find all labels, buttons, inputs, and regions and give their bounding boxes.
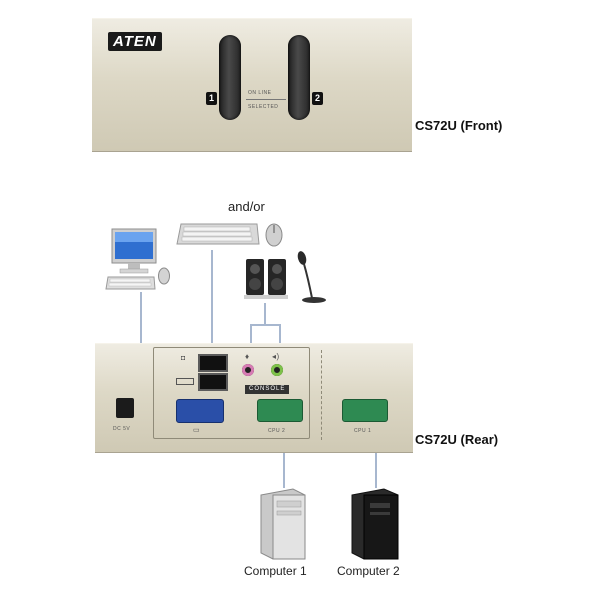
mouse-icon bbox=[265, 223, 283, 247]
dc-jack bbox=[116, 398, 134, 418]
cable-keyboard bbox=[211, 250, 213, 352]
online-label: ON LINE bbox=[248, 90, 272, 96]
computer-tower-icon bbox=[351, 488, 399, 560]
mouse-small-icon bbox=[158, 267, 170, 285]
keyboard-icon bbox=[176, 223, 260, 245]
mic-symbol-icon: ♦ bbox=[245, 352, 250, 361]
vga-console-port bbox=[176, 399, 224, 423]
console-region bbox=[153, 347, 310, 439]
cable-mic bbox=[250, 324, 252, 354]
port1-selector-button[interactable] bbox=[219, 35, 241, 120]
computer2-label: Computer 2 bbox=[337, 564, 400, 578]
keyboard-small-icon bbox=[105, 276, 156, 290]
cpu2-label: CPU 2 bbox=[268, 428, 286, 434]
computer1-label: Computer 1 bbox=[244, 564, 307, 578]
cable-spk bbox=[279, 324, 281, 354]
vga-cpu1-port bbox=[342, 399, 388, 422]
front-caption: CS72U (Front) bbox=[415, 118, 503, 133]
usb-keyboard-icon bbox=[176, 378, 194, 385]
vga-cpu2-port bbox=[257, 399, 303, 422]
port2-number: 2 bbox=[312, 92, 323, 105]
monitor-port-icon: ▭ bbox=[193, 427, 201, 434]
usb-port bbox=[198, 354, 228, 372]
cable-cpu2 bbox=[283, 448, 285, 488]
console-label: CONSOLE bbox=[245, 385, 290, 394]
speakers-icon bbox=[244, 259, 288, 299]
cable-cpu1 bbox=[375, 448, 377, 488]
cable-audio-h bbox=[250, 324, 280, 326]
microphone-icon bbox=[297, 251, 326, 303]
rear-caption: CS72U (Rear) bbox=[415, 432, 499, 447]
port-divider bbox=[321, 350, 322, 440]
usb-mouse-icon: ◘ bbox=[181, 355, 186, 362]
selected-label: SELECTED bbox=[248, 104, 279, 110]
cpu1-label: CPU 1 bbox=[354, 428, 372, 434]
label-divider bbox=[246, 99, 286, 100]
computer-tower-icon bbox=[260, 488, 306, 560]
dc-label: DC 5V bbox=[113, 426, 131, 432]
speaker-symbol-icon: ◂) bbox=[272, 352, 280, 361]
cable-audio-top bbox=[264, 303, 266, 325]
monitor-icon bbox=[111, 228, 157, 274]
port2-selector-button[interactable] bbox=[288, 35, 310, 120]
usb-port bbox=[198, 373, 228, 391]
mic-jack bbox=[242, 364, 254, 376]
rear-panel bbox=[95, 343, 413, 453]
aten-logo: ATEN bbox=[108, 32, 162, 51]
speaker-jack bbox=[271, 364, 283, 376]
andor-label: and/or bbox=[228, 199, 265, 214]
port1-number: 1 bbox=[206, 92, 217, 105]
